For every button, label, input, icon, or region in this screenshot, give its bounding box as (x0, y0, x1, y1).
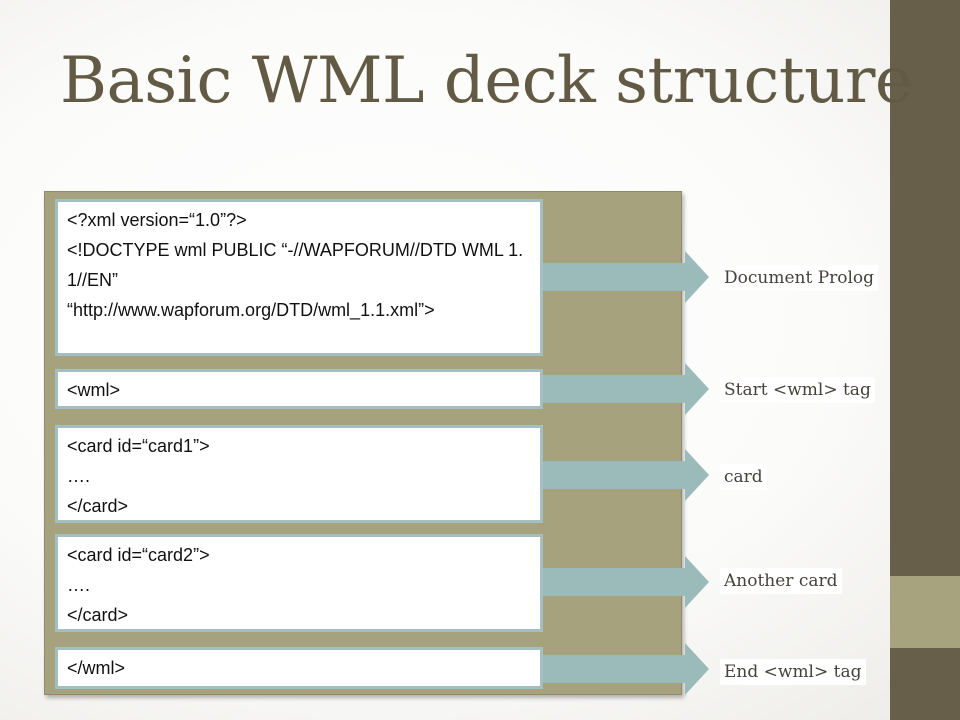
right-accent-block (890, 576, 960, 648)
callout-card: card (720, 464, 767, 490)
slide-title: Basic WML deck structure (60, 44, 913, 118)
arrow-another-card (543, 556, 709, 608)
arrow-start-wml-tag (543, 363, 709, 415)
arrow-card (543, 449, 709, 501)
callout-end-wml-tag: End <wml> tag (720, 659, 866, 685)
code-box-card2: <card id=“card2”> …. </card> (55, 534, 543, 632)
code-box-card1: <card id=“card1”> …. </card> (55, 425, 543, 523)
arrow-document-prolog (543, 251, 709, 303)
code-box-wml-open: <wml> (55, 369, 543, 409)
callout-another-card: Another card (720, 568, 842, 594)
arrow-end-wml-tag (543, 643, 709, 695)
code-box-wml-close: </wml> (55, 647, 543, 689)
callout-document-prolog: Document Prolog (720, 265, 879, 291)
code-box-document-prolog: <?xml version=“1.0”?> <!DOCTYPE wml PUBL… (55, 199, 543, 356)
callout-start-wml-tag: Start <wml> tag (720, 377, 875, 403)
